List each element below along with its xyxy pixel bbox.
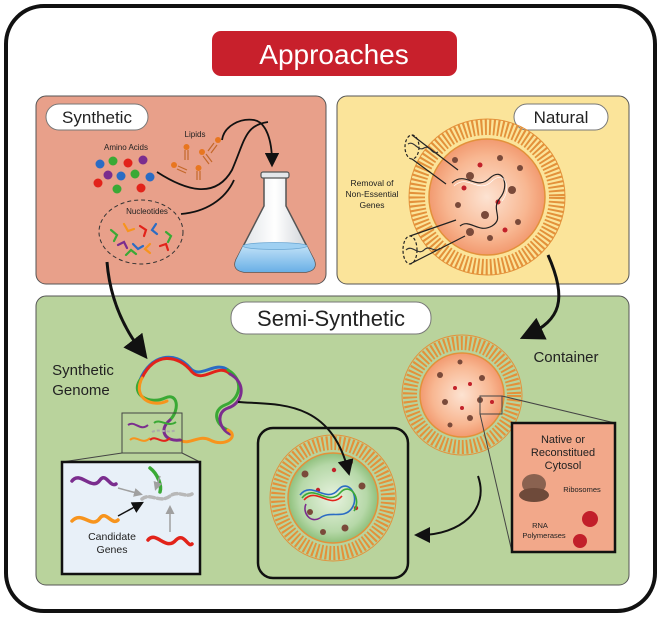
lipid-molecules: [171, 137, 221, 180]
genome-zoom-box: [121, 412, 183, 454]
synthetic-label: Synthetic: [62, 108, 132, 127]
synthetic-genome: [136, 355, 243, 445]
rna-polymerases-label-2: Polymerases: [522, 531, 566, 540]
ribosomes-label: Ribosomes: [563, 485, 601, 494]
container-label: Container: [533, 349, 598, 366]
flask-icon: [234, 171, 316, 273]
title-badge: [212, 31, 457, 76]
cytosol-zoom-box: [479, 395, 503, 415]
semi-synthetic-label: Semi-Synthetic: [257, 306, 405, 331]
amino-acids-arrow: [156, 121, 269, 190]
natural-cell: [408, 118, 566, 276]
cytosol-label-1: Native or: [541, 434, 585, 446]
candidate-genes-label-1: Candidate: [88, 531, 136, 543]
candidate-genes-label-2: Genes: [97, 544, 128, 556]
semi-synthetic-label-pill: [230, 301, 432, 335]
lipids-arrow: [221, 118, 280, 168]
removal-label-3: Genes: [359, 200, 384, 210]
natural-label-pill: [513, 103, 609, 131]
synthetic-to-genome-arrow: [105, 261, 148, 360]
cytosol-label-3: Cytosol: [545, 460, 582, 472]
semi-synthetic-panel: Semi-Synthetic Synthetic Genome: [35, 295, 630, 586]
natural-label: Natural: [534, 108, 589, 127]
page-title: Approaches: [259, 39, 408, 70]
ribosome-icon: [519, 474, 549, 502]
amino-acids-label: Amino Acids: [104, 143, 148, 152]
nucleotide-molecules: [109, 222, 173, 257]
synthetic-panel: Synthetic Amino Acids Lipids: [35, 95, 327, 285]
zoom-box-contents: [127, 420, 177, 442]
nucleotide-cluster: [98, 199, 184, 265]
cytosol-label-2: Reconstitued: [531, 447, 595, 459]
amino-acid-spheres: [93, 155, 155, 194]
removed-gene-bottom: [402, 219, 466, 265]
natural-panel: Natural: [336, 95, 630, 285]
nucleotides-label: Nucleotides: [126, 207, 168, 216]
container-cell: [401, 334, 523, 456]
combined-cell: [269, 434, 397, 562]
genome-to-cell-arrow: [237, 401, 354, 476]
rna-polymerase-icon: [573, 511, 598, 548]
synthetic-label-pill: [45, 103, 149, 131]
removal-label-1: Removal of: [351, 178, 395, 188]
rna-polymerases-label-1: RNA: [532, 521, 548, 530]
synthetic-genome-label-1: Synthetic: [52, 362, 114, 379]
nucleotides-arrow: [180, 179, 235, 215]
container-to-cell-arrow: [414, 475, 482, 543]
synthetic-genome-label-2: Genome: [52, 382, 110, 399]
natural-to-container-arrow: [519, 254, 561, 340]
removal-label-2: Non-Essential: [346, 189, 399, 199]
removed-gene-top: [404, 134, 459, 185]
lipids-label: Lipids: [185, 130, 206, 139]
